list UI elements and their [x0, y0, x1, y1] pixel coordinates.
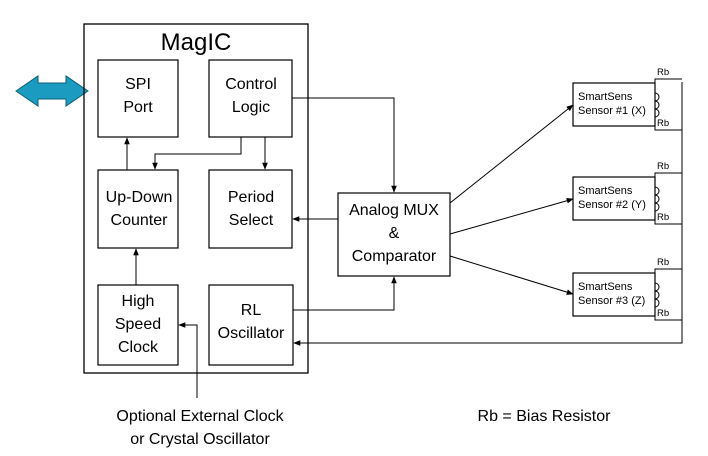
control-logic-block: Control Logic — [208, 59, 293, 138]
period-select-block: Period Select — [208, 169, 293, 249]
sensor-3-rb-bottom — [654, 316, 682, 321]
sensor-3-rb-top — [654, 268, 682, 273]
sensor-3-label-1: SmartSens — [578, 281, 633, 293]
up-down-counter-block: Up-Down Counter — [97, 169, 179, 249]
up-down-counter-label-1: Up-Down — [106, 189, 173, 206]
rl-oscillator-label-1: RL — [241, 302, 262, 319]
sensor-1-coil — [654, 92, 660, 118]
sensor-1-rb-top — [654, 78, 682, 83]
high-speed-clock-label-2: Speed — [115, 316, 161, 333]
arrow-control-to-mux — [292, 97, 397, 193]
control-logic-label-1: Control — [225, 76, 277, 93]
analog-mux-label-2: & — [389, 225, 400, 242]
sensor-3-label-2: Sensor #3 (Z) — [578, 295, 645, 307]
sensor-1-rb-bottom — [654, 126, 682, 131]
arrow-control-to-counter — [152, 137, 242, 170]
legend-bias-resistor: Rb = Bias Resistor — [478, 408, 612, 425]
sensor-2: SmartSens Sensor #2 (Y) Rb Rb — [572, 161, 682, 225]
double-arrow-icon — [15, 75, 89, 107]
up-down-counter-label-2: Counter — [111, 212, 169, 229]
high-speed-clock-block: High Speed Clock — [97, 284, 179, 366]
high-speed-clock-label-3: Clock — [118, 339, 159, 356]
arrow-external-clock — [178, 322, 198, 398]
rl-oscillator-label-2: Oscillator — [218, 325, 285, 342]
arrow-rl-to-mux — [293, 276, 397, 311]
analog-mux-label-1: Analog MUX — [349, 202, 439, 219]
sensor-2-rb-bottom — [654, 220, 682, 225]
sensor-3-coil — [654, 282, 660, 308]
sensor-2-rb-bottom-label: Rb — [657, 212, 669, 223]
sensor-1-label-2: Sensor #1 (X) — [578, 105, 646, 117]
period-select-label-2: Select — [229, 212, 274, 229]
sensor-1-rb-bottom-label: Rb — [657, 118, 669, 129]
high-speed-clock-label-1: High — [122, 293, 155, 310]
sensor-1-label-1: SmartSens — [578, 91, 633, 103]
arrow-mux-to-sensor-2 — [449, 198, 574, 235]
sensor-2-rb-top — [654, 172, 682, 177]
sensor-3: SmartSens Sensor #3 (Z) Rb Rb — [572, 257, 682, 321]
sensor-3-rb-top-label: Rb — [657, 257, 669, 268]
analog-mux-comparator-block: Analog MUX & Comparator — [337, 192, 451, 277]
spi-port-label-2: Port — [123, 99, 153, 116]
analog-mux-label-3: Comparator — [352, 248, 437, 265]
spi-port-block: SPI Port — [97, 59, 179, 138]
arrow-mux-to-sensor-3 — [449, 255, 574, 295]
arrow-mux-to-sensor-1 — [449, 104, 574, 204]
arrow-sensors-to-rl — [293, 82, 683, 346]
rl-oscillator-block: RL Oscillator — [208, 284, 294, 366]
chip-title: MagIC — [161, 29, 232, 56]
external-clock-note-1: Optional External Clock — [116, 408, 284, 425]
external-clock-note-2: or Crystal Oscillator — [130, 431, 270, 448]
sensor-2-coil — [654, 186, 660, 212]
sensor-1-rb-top-label: Rb — [657, 67, 669, 78]
sensor-2-label-1: SmartSens — [578, 185, 633, 197]
sensor-3-rb-bottom-label: Rb — [657, 308, 669, 319]
period-select-label-1: Period — [228, 189, 274, 206]
magic-chip-outline — [83, 23, 309, 374]
spi-port-label-1: SPI — [125, 76, 151, 93]
sensor-2-label-2: Sensor #2 (Y) — [578, 199, 646, 211]
sensor-2-rb-top-label: Rb — [657, 161, 669, 172]
control-logic-label-2: Logic — [232, 99, 270, 116]
sensor-1: SmartSens Sensor #1 (X) Rb Rb — [572, 67, 682, 131]
